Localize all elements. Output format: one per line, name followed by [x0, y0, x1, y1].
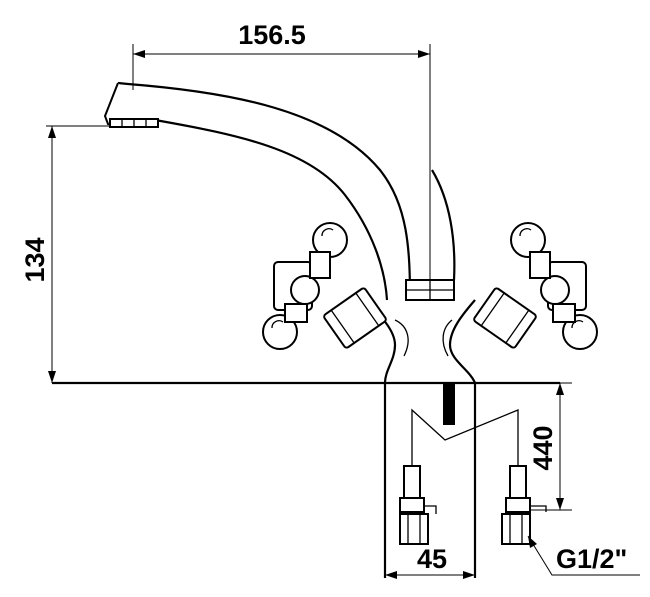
dimension-spout-height: 134: [20, 125, 120, 383]
threaded-stud: [443, 383, 455, 425]
hose-length-label: 440: [528, 425, 558, 470]
supply-hoses: [399, 408, 547, 545]
thread-size-callout: G1/2": [527, 535, 640, 576]
left-cross-handle: [262, 222, 387, 350]
dimension-hose-spacing: 45: [385, 544, 475, 579]
dimension-spout-reach: 156.5: [132, 20, 431, 280]
spout: [103, 81, 456, 301]
hose-spacing-label: 45: [417, 544, 447, 574]
spout-reach-label: 156.5: [238, 20, 306, 50]
thread-size-label: G1/2": [556, 544, 627, 574]
right-cross-handle: [473, 222, 598, 350]
spout-height-label: 134: [20, 237, 50, 282]
dimension-hose-length: 440: [475, 382, 572, 511]
